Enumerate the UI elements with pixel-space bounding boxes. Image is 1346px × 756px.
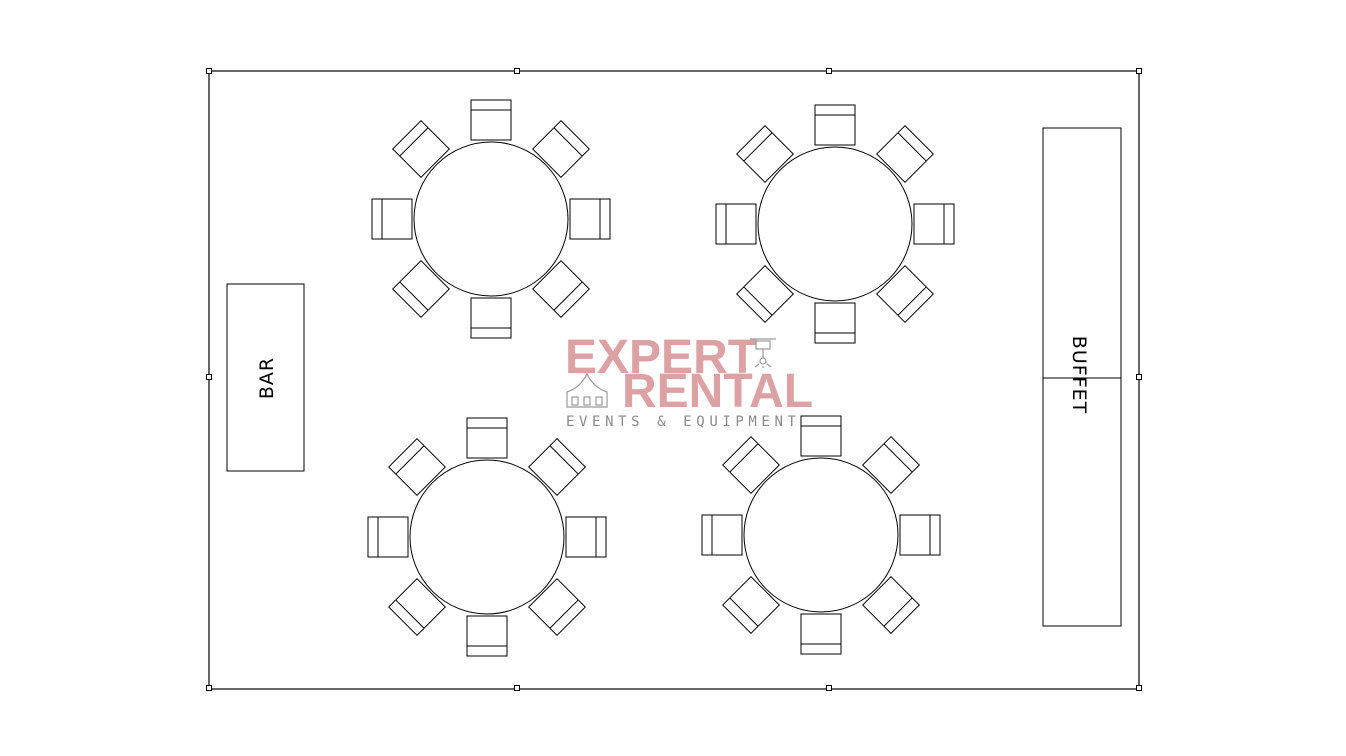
chair[interactable] [736, 265, 794, 323]
logo-line2: RENTAL [622, 365, 813, 418]
chair[interactable] [814, 104, 856, 146]
round-table[interactable] [413, 141, 569, 297]
buffet-area: BUFFET [1042, 127, 1122, 627]
round-table-group [371, 99, 611, 339]
chair[interactable] [736, 125, 794, 183]
selection-handle[interactable] [514, 685, 520, 691]
chair[interactable] [722, 576, 780, 634]
chair[interactable] [862, 576, 920, 634]
chair[interactable] [388, 438, 446, 496]
selection-handle[interactable] [1136, 685, 1142, 691]
chair[interactable] [862, 436, 920, 494]
chair[interactable] [392, 120, 450, 178]
chair[interactable] [532, 260, 590, 318]
round-table-group [367, 417, 607, 657]
selection-handle[interactable] [1136, 374, 1142, 380]
round-table[interactable] [757, 146, 913, 302]
chair[interactable] [876, 125, 934, 183]
selection-handle[interactable] [206, 68, 212, 74]
chair[interactable] [371, 198, 413, 240]
selection-handles [206, 68, 1142, 691]
round-table[interactable] [409, 459, 565, 615]
chair[interactable] [392, 260, 450, 318]
chair[interactable] [800, 415, 842, 457]
chair[interactable] [913, 203, 955, 245]
buffet-rect [1042, 127, 1122, 627]
chair[interactable] [470, 99, 512, 141]
chair[interactable] [814, 302, 856, 344]
selection-handle[interactable] [826, 685, 832, 691]
tables [367, 99, 955, 657]
chair[interactable] [466, 615, 508, 657]
round-table-group [715, 104, 955, 344]
chair[interactable] [899, 514, 941, 556]
jackhammer-icon [750, 338, 776, 368]
watermark-logo: EXPERT RENTAL EVENTS & EQUIPMENT [565, 331, 813, 430]
chair[interactable] [528, 438, 586, 496]
buffet-label: BUFFET [1068, 336, 1090, 414]
selection-handle[interactable] [826, 68, 832, 74]
logo-tagline: EVENTS & EQUIPMENT [566, 414, 801, 430]
bar-rect [226, 283, 305, 472]
chair[interactable] [722, 436, 780, 494]
chair[interactable] [367, 516, 409, 558]
chair[interactable] [532, 120, 590, 178]
chair[interactable] [715, 203, 757, 245]
chair[interactable] [569, 198, 611, 240]
selection-handle[interactable] [206, 685, 212, 691]
chair[interactable] [528, 578, 586, 636]
chair[interactable] [388, 578, 446, 636]
round-table[interactable] [743, 457, 899, 613]
selection-handle[interactable] [514, 68, 520, 74]
selection-handle[interactable] [1136, 68, 1142, 74]
chair[interactable] [800, 613, 842, 655]
logo-line1: EXPERT [565, 331, 757, 384]
bar-area: BAR [226, 283, 305, 472]
bar-label: BAR [256, 357, 278, 399]
chair[interactable] [701, 514, 743, 556]
chair[interactable] [466, 417, 508, 459]
chair[interactable] [470, 297, 512, 339]
round-table-group [701, 415, 941, 655]
tent-logo-icon [566, 372, 608, 408]
chair[interactable] [565, 516, 607, 558]
selection-handle[interactable] [206, 374, 212, 380]
chair[interactable] [876, 265, 934, 323]
